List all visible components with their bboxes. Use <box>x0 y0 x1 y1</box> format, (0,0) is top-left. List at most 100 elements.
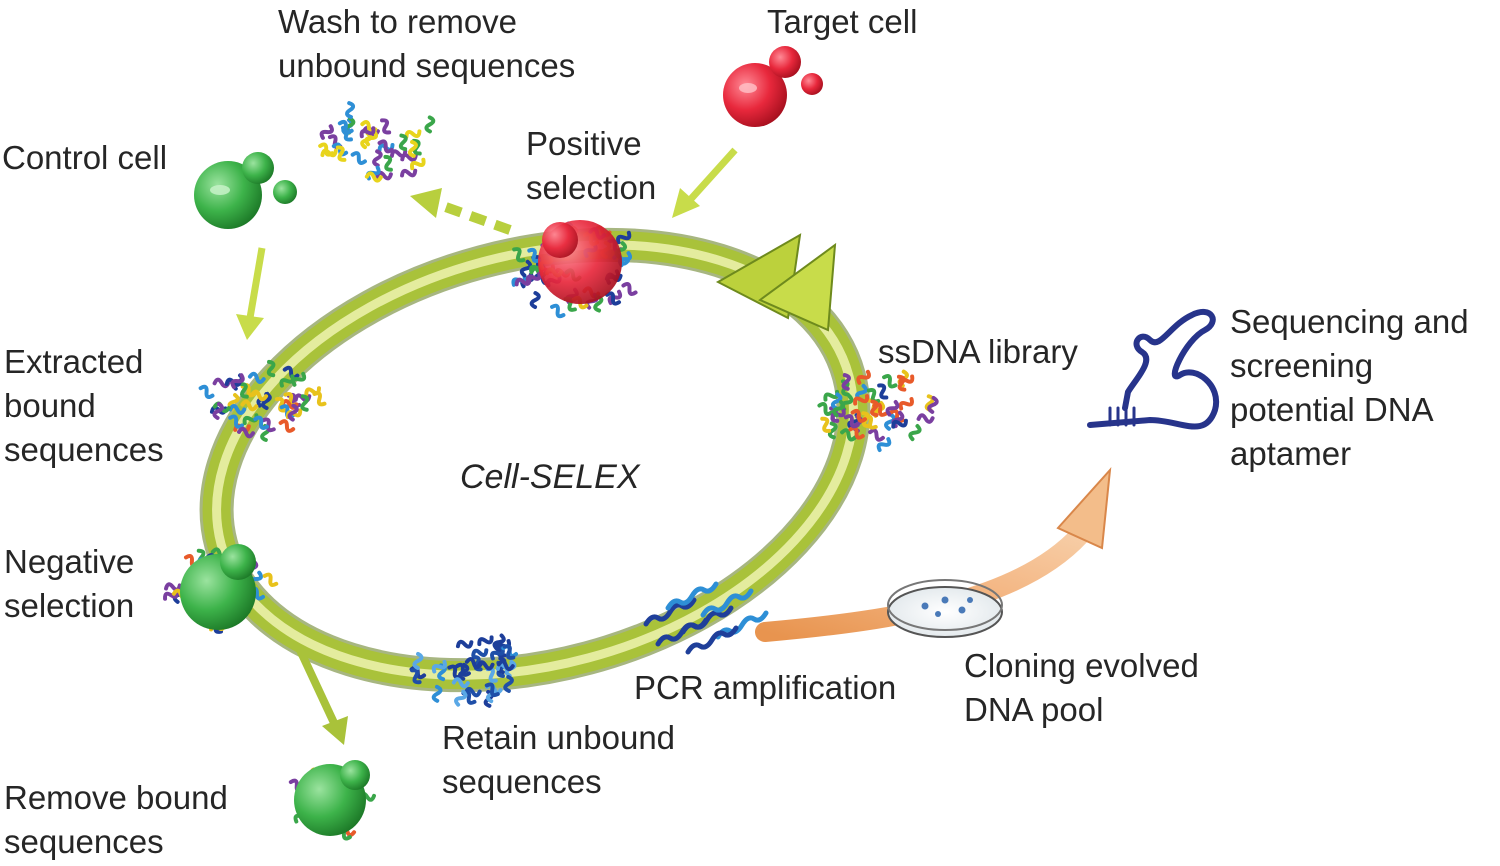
sequence-strand-icon <box>908 424 922 442</box>
sequence-strand-icon <box>882 374 898 389</box>
dna-aptamer-icon <box>1087 309 1220 430</box>
target-to-positive-arrow-icon <box>672 147 738 218</box>
sequence-strand-icon <box>383 154 393 172</box>
sequence-strand-icon <box>927 395 939 414</box>
wash-sequences-cluster <box>318 101 436 183</box>
target-cell-label: Target cell <box>767 3 918 40</box>
sequence-strand-icon <box>359 126 376 139</box>
sequence-strand-icon <box>503 674 514 693</box>
sequence-strand-icon <box>502 644 516 660</box>
sequence-strand-icon <box>514 277 532 287</box>
sequence-strand-icon <box>484 682 500 698</box>
ring-direction-arrow-icon <box>715 233 837 332</box>
sequence-strand-icon <box>212 402 225 420</box>
wash-dashed-arrow-icon <box>410 188 512 235</box>
retain-unbound-sequences-cluster <box>409 633 519 708</box>
sequence-strand-icon <box>493 642 507 658</box>
sequence-strand-icon <box>898 374 915 387</box>
sequence-strand-icon <box>463 686 482 698</box>
sequence-strand-icon <box>230 373 245 389</box>
sequence-strand-icon <box>360 131 373 150</box>
remove-bound-cell-icon <box>294 760 370 836</box>
sequence-strand-icon <box>409 157 426 171</box>
sequence-strand-icon <box>856 369 871 385</box>
sequence-strand-icon <box>431 659 447 674</box>
sequence-strand-icon <box>898 397 914 411</box>
sequence-strand-icon <box>319 124 334 140</box>
sequence-strand-icon <box>279 374 295 388</box>
sequence-strand-icon <box>335 145 347 162</box>
sequence-strand-icon <box>240 399 259 412</box>
positive-selection-label: Positive selection <box>526 125 657 206</box>
sequence-strand-icon <box>853 394 870 406</box>
sequence-strand-icon <box>477 635 494 647</box>
sequence-strand-icon <box>400 168 418 178</box>
ssdna-library-label: ssDNA library <box>878 333 1078 370</box>
sequence-strand-icon <box>843 414 860 429</box>
pcr-strand-icon <box>643 597 697 627</box>
control-to-extracted-arrow-icon <box>236 247 266 340</box>
positive-selection-cell-icon <box>538 220 622 304</box>
sequence-strand-icon <box>519 259 533 278</box>
wash-label: Wash to remove unbound sequences <box>278 3 576 84</box>
sequence-strand-icon <box>451 677 470 689</box>
sequence-strand-icon <box>870 399 879 417</box>
sequence-strand-icon <box>820 416 832 433</box>
sequence-strand-icon <box>404 129 422 139</box>
control-cell-icon <box>194 152 297 229</box>
sequence-strand-icon <box>318 142 335 157</box>
sequence-strand-icon <box>262 572 279 587</box>
sequence-strand-icon <box>412 651 424 670</box>
pcr-strand-icon <box>700 588 754 618</box>
sequence-strand-icon <box>431 684 443 703</box>
pcr-strand-icon <box>665 581 719 611</box>
remove-bound-arrow-icon <box>296 648 348 745</box>
sequence-strand-icon <box>163 589 180 601</box>
sequence-strand-icon <box>830 392 843 411</box>
sequence-strand-icon <box>198 384 215 399</box>
sequence-strand-icon <box>527 247 542 264</box>
sequence-strand-icon <box>868 428 885 442</box>
cell-selex-title: Cell-SELEX <box>460 458 640 496</box>
sequence-strand-icon <box>461 690 477 705</box>
sequence-strand-icon <box>261 417 276 433</box>
retain-unbound-label: Retain unbound sequences <box>442 719 676 800</box>
sequence-strand-icon <box>827 421 838 440</box>
sequence-strand-icon <box>312 391 327 407</box>
negative-selection-label: Negative selection <box>4 543 135 624</box>
sequence-strand-icon <box>512 247 526 263</box>
sequence-strand-icon <box>447 664 463 679</box>
sequence-strand-icon <box>266 359 276 378</box>
cloning-label: Cloning evolved DNA pool <box>964 647 1199 728</box>
sequence-strand-icon <box>237 426 255 439</box>
sequence-strand-icon <box>164 582 182 592</box>
target-cell-icon <box>723 46 823 127</box>
sequence-strand-icon <box>471 648 489 658</box>
sequence-strand-icon <box>253 415 269 430</box>
sequence-strand-icon <box>410 668 422 685</box>
sequence-strand-icon <box>529 291 541 310</box>
sequence-strand-icon <box>250 389 269 402</box>
sequence-strand-icon <box>300 394 310 412</box>
sequence-strand-icon <box>863 414 878 430</box>
sequence-strand-icon <box>832 399 846 418</box>
sequence-strand-icon <box>605 291 622 306</box>
sequence-strand-icon <box>345 101 356 119</box>
sequence-strand-icon <box>278 419 296 433</box>
sequence-strand-icon <box>350 151 367 166</box>
extracted-bound-label: Extracted bound sequences <box>4 343 164 468</box>
sequence-strand-icon <box>476 660 495 671</box>
sequence-strand-icon <box>398 133 408 152</box>
sequence-strand-icon <box>884 412 897 431</box>
sequence-strand-icon <box>490 645 505 661</box>
sequence-strand-icon <box>885 400 900 417</box>
sequence-strand-icon <box>621 281 638 296</box>
remove-bound-label: Remove bound sequences <box>4 779 228 860</box>
ssdna-library-sequences-cluster <box>817 369 939 453</box>
petri-dish-icon <box>887 579 1003 638</box>
sequence-strand-icon <box>424 115 436 134</box>
sequence-strand-icon <box>454 689 468 707</box>
sequence-strand-icon <box>840 428 858 442</box>
sequence-strand-icon <box>380 118 392 135</box>
